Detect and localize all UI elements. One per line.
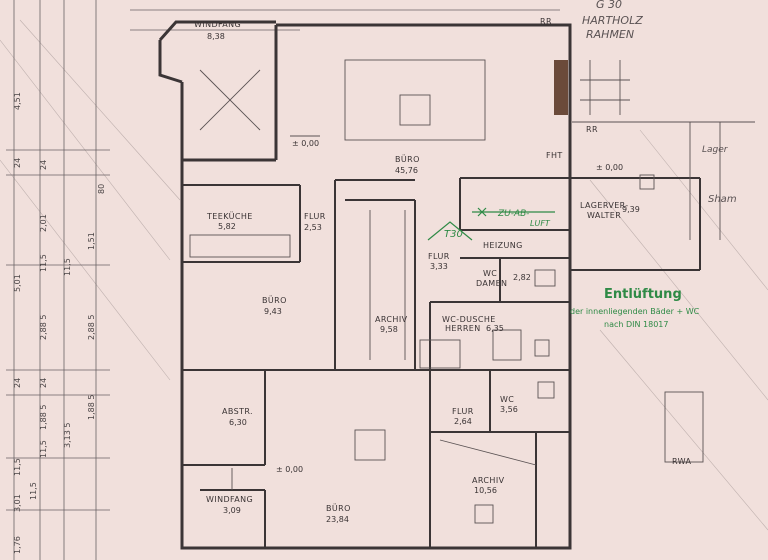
room-label-windfang-bottom: WINDFANG xyxy=(206,495,253,504)
room-label-windfang-top: WINDFANG xyxy=(194,20,241,29)
room-area-windfang-bottom: 3,09 xyxy=(223,506,241,515)
annotation-t30: T30 xyxy=(444,229,463,240)
room-area-buero-main: 45,76 xyxy=(395,166,418,175)
room-label-heizung: HEIZUNG xyxy=(483,241,523,250)
annotation-hartholz: HARTHOLZ xyxy=(582,14,643,27)
room-label-buero-2: BÜRO xyxy=(262,295,287,305)
ventilation-line1: der innenliegenden Bäder + WC xyxy=(570,307,700,316)
dimension-lines xyxy=(6,0,560,560)
room-area-buero-3: 23,84 xyxy=(326,515,349,524)
dimension-labels: 4,51 24 5,01 24 11,5 3,01 1,76 11,5 24 2… xyxy=(13,92,106,554)
room-area-teekueche: 5,82 xyxy=(218,222,236,231)
level-marker-2: ± 0,00 xyxy=(596,163,623,172)
dim-third-0: 80 xyxy=(97,184,106,194)
room-label-flur-1: FLUR xyxy=(304,212,326,221)
dim-outer-2: 5,01 xyxy=(13,274,22,292)
dim-inner-1: 2,01 xyxy=(39,214,48,232)
dim-inner-5: 1,88 5 xyxy=(39,405,48,430)
dim-inner-3: 2,88 5 xyxy=(39,315,48,340)
annotation-rwa: RWA xyxy=(672,457,692,466)
annotation-fht: FHT xyxy=(546,151,563,160)
room-label-archiv-1: ARCHIV xyxy=(375,315,408,324)
annotation-rahmen: RAHMEN xyxy=(586,28,634,41)
room-label-teekueche: TEEKÜCHE xyxy=(206,211,253,221)
dim-outer-7: 11,5 xyxy=(29,482,38,500)
dim-third-3: 3,13 5 xyxy=(63,423,72,448)
level-marker-1: ± 0,00 xyxy=(292,139,319,148)
dim-inner-4: 24 xyxy=(39,378,48,388)
room-label-wc-damen: WC xyxy=(483,269,497,278)
interior-walls xyxy=(182,177,701,548)
room-label-wc-dusche-sub: HERREN xyxy=(445,324,481,333)
room-area-flur-3: 2,64 xyxy=(454,417,472,426)
room-label-flur-3: FLUR xyxy=(452,407,474,416)
dim-outer-5: 3,01 xyxy=(13,494,22,512)
annotation-sham: Sham xyxy=(708,194,737,205)
annotation-top-note: G 30 xyxy=(596,0,622,11)
ventilation-title: Entlüftung xyxy=(604,287,682,302)
room-label-wc-dusche: WC-DUSCHE xyxy=(442,315,496,324)
annotation-rr-1: RR xyxy=(540,17,552,26)
room-area-wc-dusche: 6,35 xyxy=(486,324,504,333)
dim-outer-0: 4,51 xyxy=(13,92,22,110)
dim-outer-1: 24 xyxy=(13,158,22,168)
room-area-flur-1: 2,53 xyxy=(304,223,322,232)
outer-walls xyxy=(158,20,572,550)
room-label-flur-2: FLUR xyxy=(428,252,450,261)
annotation-luft: LUFT xyxy=(530,219,551,228)
room-area-windfang-top: 8,38 xyxy=(207,32,225,41)
dim-inner-6: 11,5 xyxy=(39,440,48,458)
ventilation-line2: nach DIN 18017 xyxy=(604,320,668,329)
dim-third-4: 1,88 5 xyxy=(87,395,96,420)
room-area-archiv-2: 10,56 xyxy=(474,486,497,495)
room-area-buero-2: 9,43 xyxy=(264,307,282,316)
annotation-rr-2: RR xyxy=(586,125,598,134)
dim-third-5: 11,5 xyxy=(63,258,72,276)
room-label-wc: WC xyxy=(500,395,514,404)
annotation-zu-ab: ZU-AB- xyxy=(497,209,529,219)
room-label-wc-damen-sub: DAMEN xyxy=(476,279,507,288)
green-markup xyxy=(427,207,555,241)
room-area-flur-2: 3,33 xyxy=(430,262,448,271)
background-hatch xyxy=(0,19,768,531)
room-label-lagerverwalter-sub: WALTER xyxy=(587,211,621,220)
room-area-wc-damen: 2,82 xyxy=(513,273,531,282)
room-label-buero-main: BÜRO xyxy=(395,154,420,164)
annotation-lager: Lager xyxy=(702,145,729,155)
room-label-lagerverwalter: LAGERVER- xyxy=(580,201,629,210)
room-area-abstr: 6,30 xyxy=(229,418,247,427)
room-area-archiv-1: 9,58 xyxy=(380,325,398,334)
room-area-lagerverwalter: 9,39 xyxy=(622,205,640,214)
dim-third-1: 1,51 xyxy=(87,232,96,250)
dim-outer-4: 11,5 xyxy=(13,458,22,476)
dim-inner-0: 24 xyxy=(39,160,48,170)
room-area-wc: 3,56 xyxy=(500,405,518,414)
room-label-abstr: ABSTR. xyxy=(222,407,253,416)
dim-third-2: 2,88 5 xyxy=(87,315,96,340)
room-label-buero-3: BÜRO xyxy=(326,503,351,513)
room-label-archiv-2: ARCHIV xyxy=(472,476,505,485)
dim-outer-6: 1,76 xyxy=(13,536,22,554)
dim-outer-3: 24 xyxy=(13,378,22,388)
level-marker-3: ± 0,00 xyxy=(276,465,303,474)
fixtures xyxy=(189,59,755,524)
dim-inner-2: 11,5 xyxy=(39,254,48,272)
